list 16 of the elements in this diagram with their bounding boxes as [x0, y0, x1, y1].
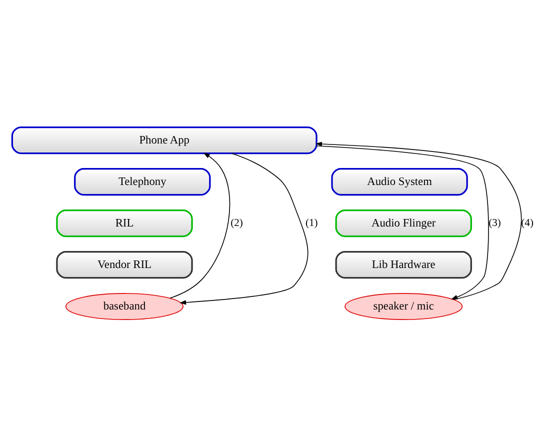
node-ellipse: baseband — [65, 292, 184, 320]
node-box: RIL — [56, 208, 193, 237]
edge-label: (3) — [488, 218, 501, 229]
edge-label: (2) — [230, 218, 243, 229]
node-box: Phone App — [11, 126, 318, 154]
edge-label: (4) — [521, 218, 534, 229]
edge-label: (1) — [305, 218, 318, 229]
node-box: Audio Flinger — [335, 208, 472, 237]
arrow — [170, 152, 230, 298]
node-box: Vendor RIL — [56, 250, 193, 278]
node-box: Lib Hardware — [335, 250, 472, 278]
node-box: Telephony — [74, 167, 211, 196]
arrow — [180, 152, 308, 304]
arrow — [316, 144, 489, 299]
node-box: Audio System — [331, 167, 468, 196]
arrow — [315, 141, 522, 300]
